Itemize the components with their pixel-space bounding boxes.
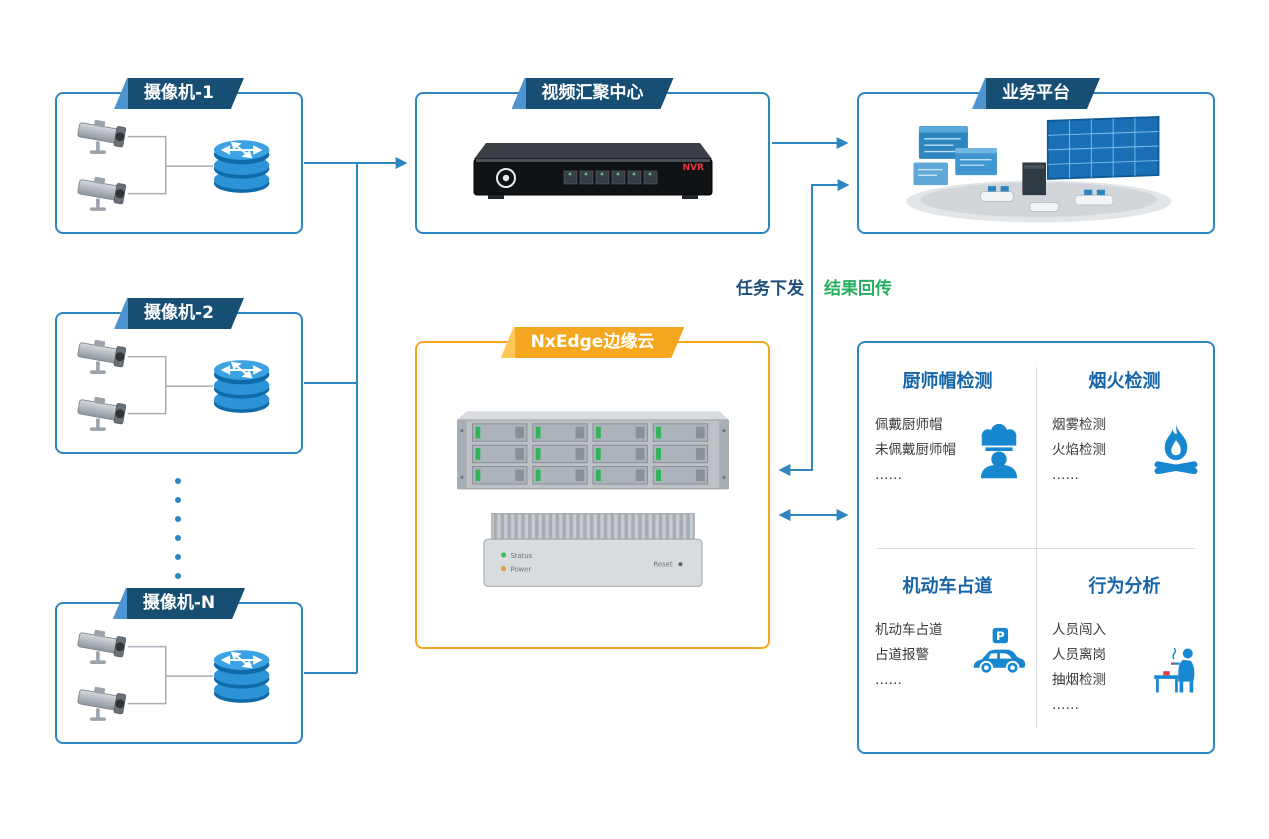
- parking-badge: P: [996, 629, 1005, 643]
- nvr-brand-label: NVR: [682, 163, 703, 173]
- quadrant-title: 烟火检测: [1088, 371, 1161, 392]
- quadrant-behavior-analysis: 行为分析 人员闯入 人员离岗 抽烟检测 ……: [1036, 548, 1213, 753]
- camera-node-2: 摄像机-2: [55, 312, 303, 454]
- camera-switch-illustration: [68, 112, 290, 224]
- camera-switch-illustration: [68, 622, 290, 734]
- detection-item: 机动车占道: [875, 621, 943, 638]
- edge-cloud-title: NxEdge边缘云: [501, 327, 685, 358]
- detection-item: ……: [875, 467, 902, 483]
- quadrant-title: 厨师帽检测: [902, 371, 993, 392]
- video-center-title: 视频汇聚中心: [512, 78, 674, 109]
- quadrant-title: 行为分析: [1088, 575, 1161, 597]
- result-return-label: 结果回传: [824, 279, 892, 299]
- detection-item: ……: [875, 671, 902, 688]
- control-room-illustration: [906, 116, 1172, 223]
- task-dispatch-label: 任务下发: [736, 279, 804, 299]
- quadrant-chef-hat-detection: 厨师帽检测 佩戴厨师帽 未佩戴厨师帽 ……: [859, 343, 1036, 548]
- camera-node-1: 摄像机-1: [55, 92, 303, 234]
- camera-node-2-title: 摄像机-2: [114, 298, 244, 329]
- chef-hat-icon: [980, 423, 1018, 478]
- platform-title: 业务平台: [972, 78, 1100, 109]
- camera-node-1-title: 摄像机-1: [114, 78, 244, 109]
- camera-node-n-title: 摄像机-N: [113, 588, 245, 619]
- edge-power-label: Power: [510, 566, 531, 574]
- video-center-node: 视频汇聚中心 NVR: [415, 92, 770, 234]
- nvr-device-illustration: NVR: [473, 143, 712, 199]
- rack-server-illustration: [456, 411, 729, 490]
- car-parking-icon: P: [973, 627, 1026, 675]
- detection-item: ……: [1052, 696, 1079, 713]
- quadrant-smoke-fire-detection: 烟火检测 烟雾检测 火焰检测 ……: [1036, 343, 1213, 548]
- detection-item: ……: [1052, 467, 1079, 483]
- edge-reset-label: Reset: [653, 561, 672, 569]
- detection-item: 人员离岗: [1052, 646, 1106, 663]
- platform-node: 业务平台: [857, 92, 1215, 234]
- quadrant-title: 机动车占道: [902, 575, 993, 597]
- detection-item: 火焰检测: [1052, 442, 1106, 458]
- bonfire-icon: [1154, 424, 1198, 474]
- smoking-person-icon: [1154, 647, 1195, 692]
- camera-node-n: 摄像机-N: [55, 602, 303, 744]
- quadrant-vehicle-occupation: 机动车占道 机动车占道 占道报警 …… P: [859, 548, 1036, 753]
- detection-item: 占道报警: [875, 646, 929, 663]
- detection-item: 烟雾检测: [1052, 417, 1106, 433]
- edge-cloud-node: NxEdge边缘云: [415, 341, 770, 649]
- camera-switch-illustration: [68, 332, 290, 444]
- more-cameras-ellipsis: [175, 478, 181, 579]
- edge-box-illustration: Status Power Reset: [482, 513, 703, 587]
- arrow-task-result-link: [778, 179, 850, 476]
- panel-divider-horizontal: [877, 547, 1195, 549]
- detection-item: 人员闯入: [1052, 621, 1106, 638]
- detection-item: 抽烟检测: [1052, 671, 1106, 688]
- detection-item: 未佩戴厨师帽: [875, 442, 956, 458]
- detection-item: 佩戴厨师帽: [875, 417, 943, 433]
- edge-status-label: Status: [510, 552, 532, 560]
- detection-panel: 厨师帽检测 佩戴厨师帽 未佩戴厨师帽 ……: [857, 341, 1215, 754]
